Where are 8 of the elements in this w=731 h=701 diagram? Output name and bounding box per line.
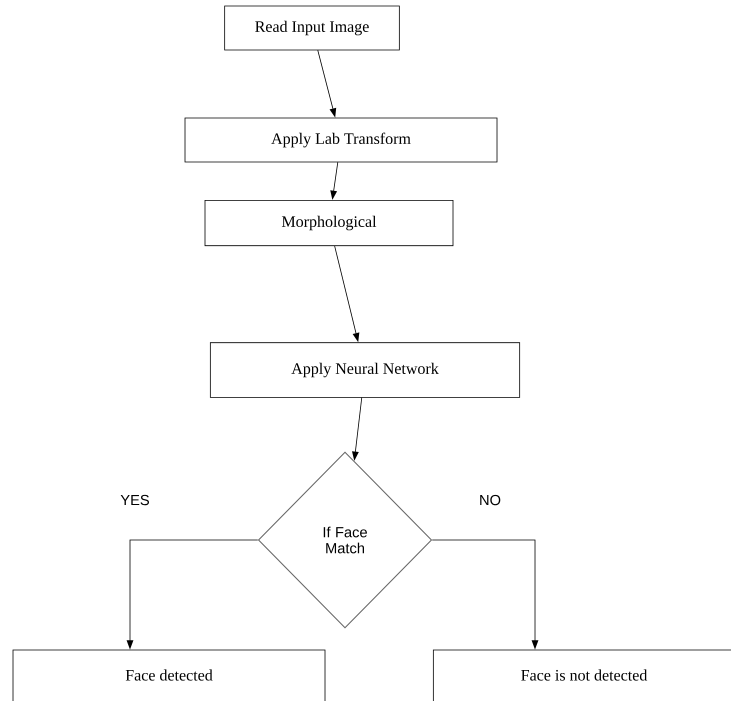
process-box: Morphological (204, 200, 454, 246)
process-box: Face detected (12, 650, 326, 701)
process-box: Read Input Image (224, 6, 400, 50)
process-box: Apply Neural Network (210, 342, 520, 398)
edge-label: YES (120, 494, 149, 506)
process-box: Face is not detected (432, 650, 731, 701)
edge-label: NO (480, 494, 500, 506)
process-box: Apply Lab Transform (184, 118, 498, 162)
